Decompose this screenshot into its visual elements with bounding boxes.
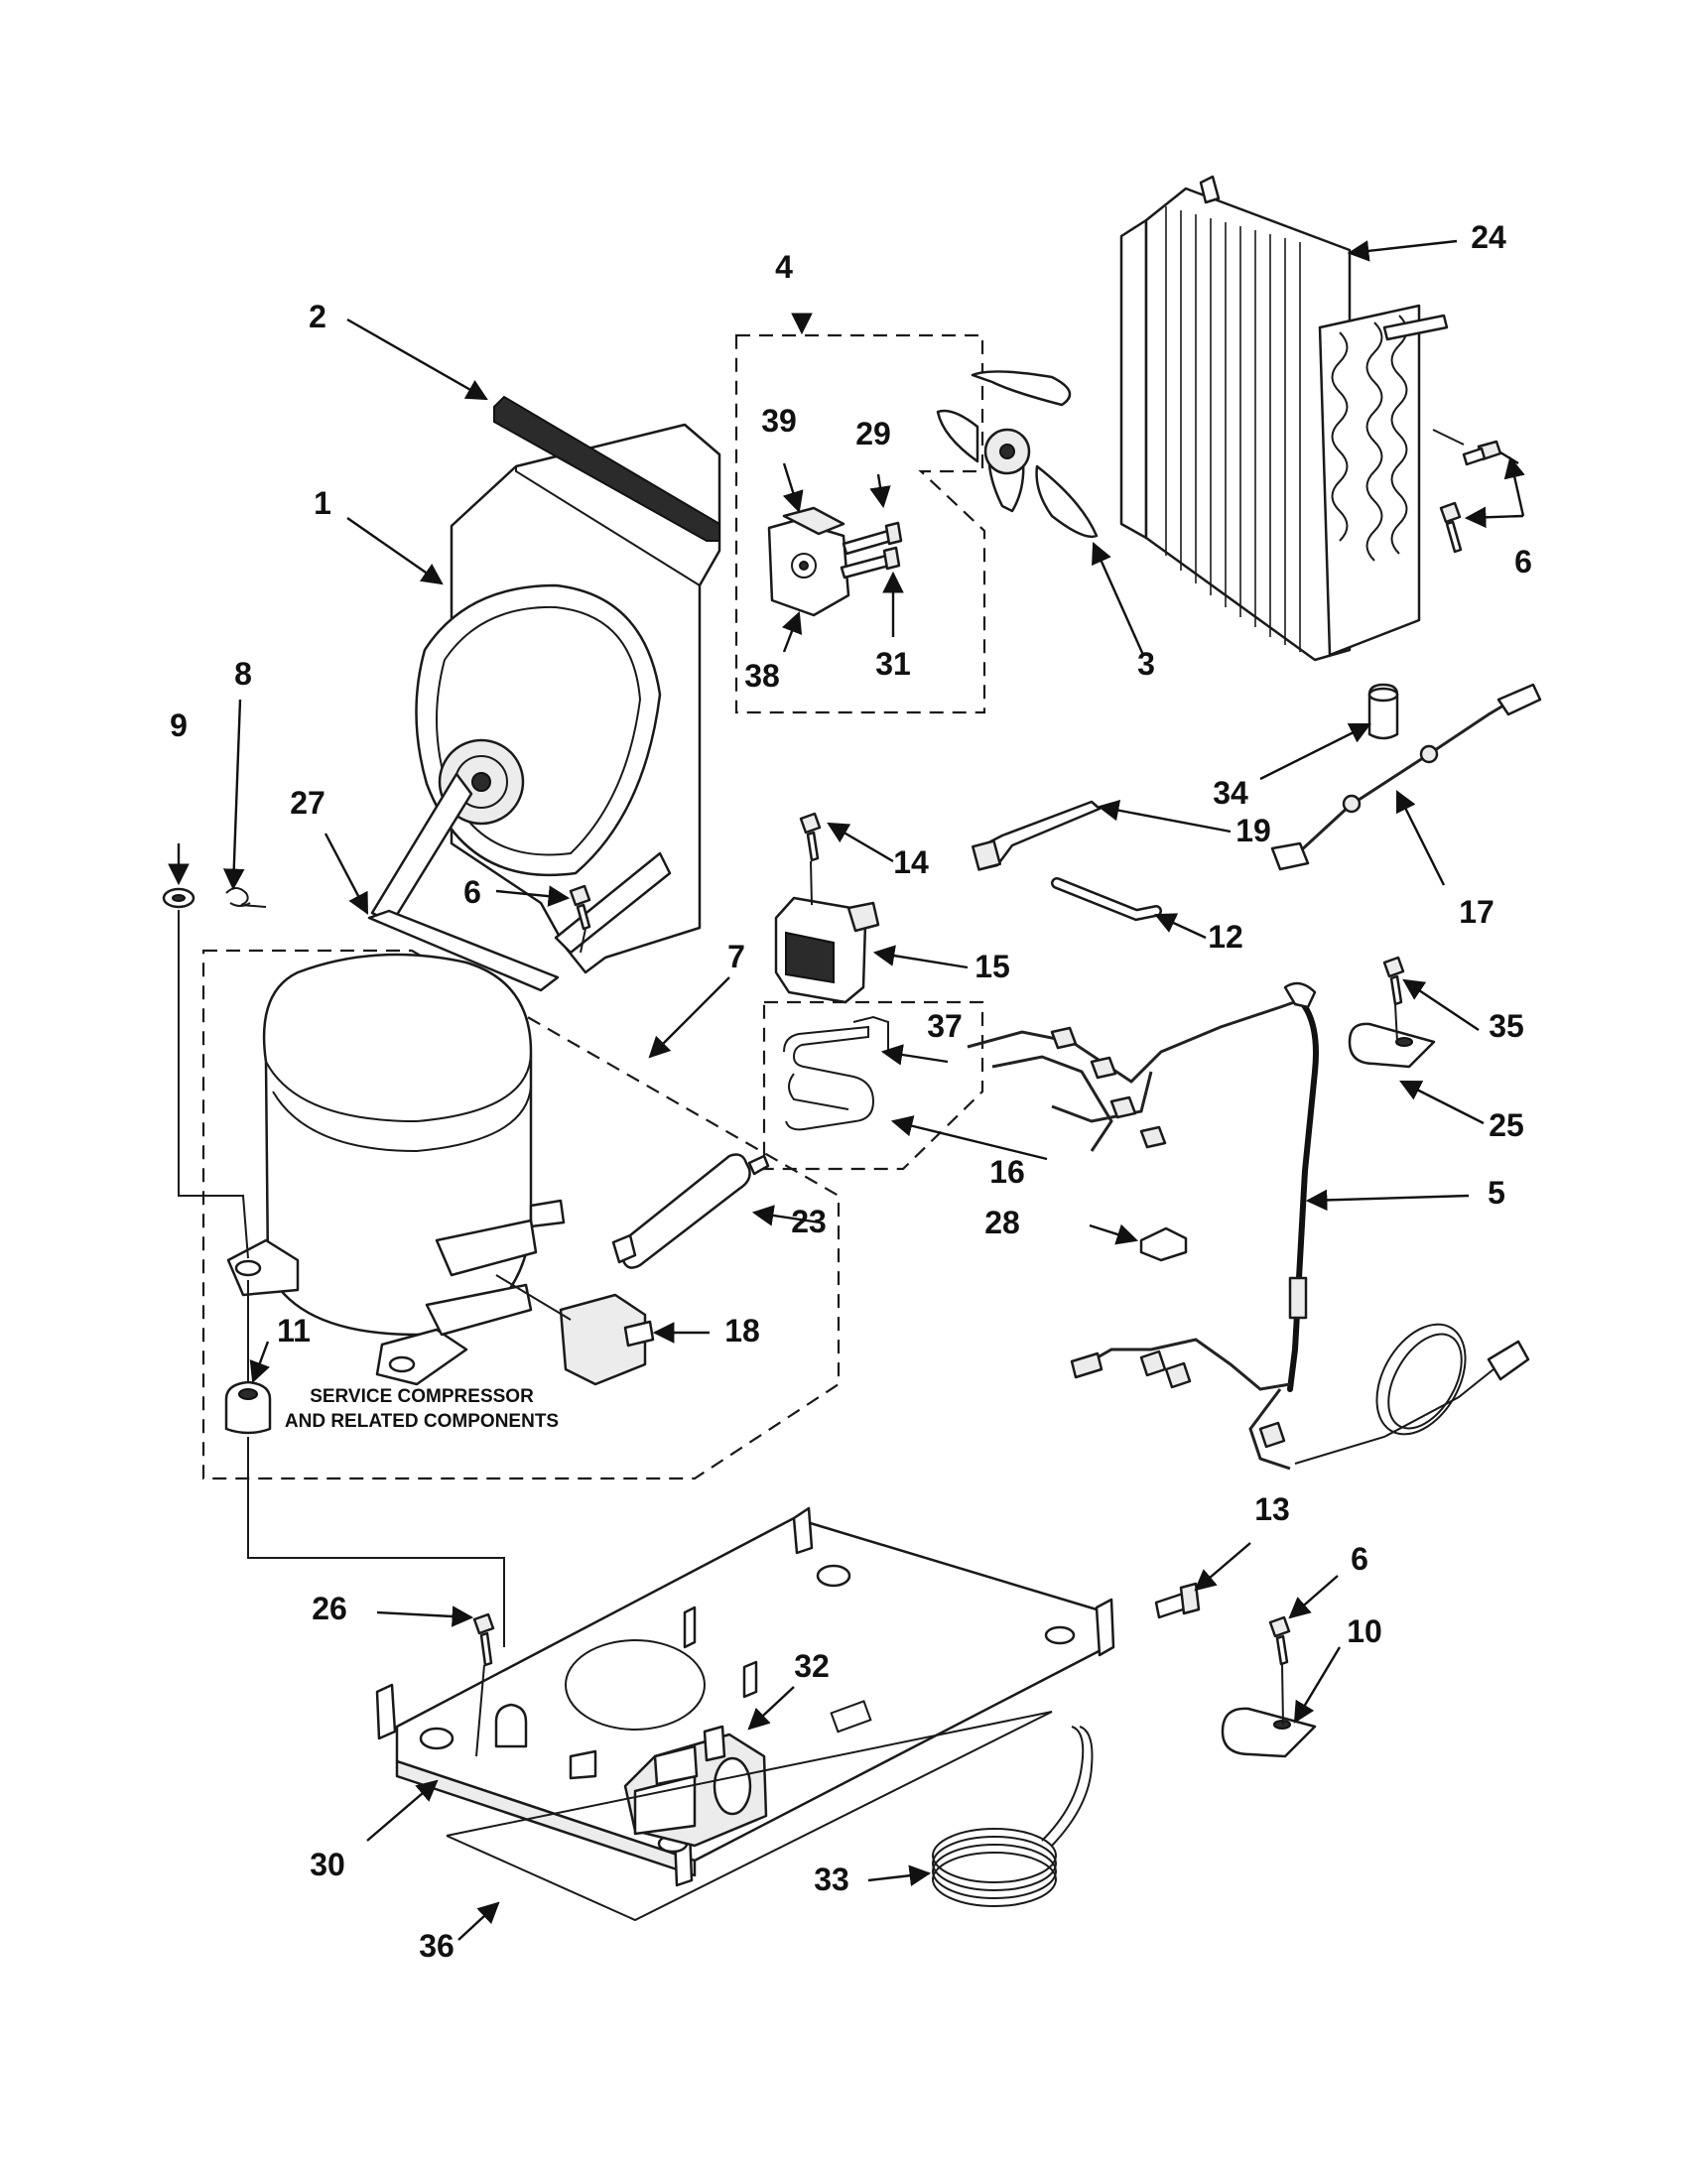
start-relay-part — [495, 1274, 655, 1386]
callout-27: 27 — [290, 785, 325, 821]
compressor-part — [226, 953, 566, 1386]
fan-blade-part — [936, 370, 1099, 539]
callout-23: 23 — [791, 1204, 827, 1239]
callout-34: 34 — [1213, 775, 1248, 811]
service-note-line1: SERVICE COMPRESSOR — [310, 1386, 534, 1407]
callout-31: 31 — [875, 646, 911, 682]
pan-liner-outline — [446, 1711, 1053, 1922]
tube-part — [1051, 877, 1162, 922]
callout-6-clamp: 6 — [1351, 1541, 1368, 1577]
insulation-strip-part — [367, 909, 560, 992]
callout-18: 18 — [724, 1313, 760, 1349]
fan-shroud-part — [370, 423, 721, 974]
callout-5: 5 — [1488, 1175, 1505, 1211]
screw-part-clamp-lower — [1268, 1615, 1291, 1666]
callout-6-shroud: 6 — [463, 874, 481, 910]
leader-arrows — [168, 239, 1525, 1941]
screw-part-shroud — [569, 884, 591, 931]
solenoid-screw-part — [799, 812, 822, 862]
clamp-screw-part-upper — [1382, 956, 1405, 1006]
callout-38: 38 — [744, 658, 780, 694]
callout-6-coil: 6 — [1514, 544, 1532, 579]
callout-1: 1 — [314, 485, 331, 521]
cord-clip-part — [1139, 1226, 1188, 1262]
cable-tie-part — [972, 800, 1102, 871]
sleeve-part — [1367, 683, 1399, 740]
callout-7: 7 — [727, 939, 745, 974]
gasket-strip-part — [493, 395, 720, 542]
power-cord-part — [1294, 1323, 1530, 1465]
screw-part-coil-a — [1462, 440, 1502, 466]
callout-16: 16 — [989, 1154, 1025, 1190]
screw-part-coil-b — [1439, 501, 1463, 554]
clip-part — [225, 887, 267, 908]
screw-part-base — [472, 1612, 495, 1667]
callout-30: 30 — [310, 1847, 345, 1882]
callout-28: 28 — [984, 1205, 1020, 1240]
callout-32: 32 — [794, 1648, 830, 1684]
thermistor-harness-part — [1270, 683, 1542, 871]
compressor-grommet-part — [224, 1380, 272, 1435]
callout-25: 25 — [1489, 1107, 1524, 1143]
callout-3: 3 — [1137, 646, 1155, 682]
solenoid-coil-part — [774, 896, 880, 1004]
bracket-part — [783, 1015, 899, 1131]
service-note-line2: AND RELATED COMPONENTS — [285, 1411, 559, 1432]
callout-14: 14 — [893, 844, 929, 880]
callout-24: 24 — [1471, 219, 1506, 255]
wire-harness-part — [967, 981, 1319, 1471]
callout-13: 13 — [1254, 1491, 1290, 1527]
callout-labels: 2 1 4 39 29 31 38 3 24 6 8 9 27 6 7 14 1… — [170, 219, 1532, 1964]
callout-26: 26 — [312, 1591, 347, 1626]
condenser-coil-part — [1119, 175, 1449, 662]
callout-19: 19 — [1235, 813, 1271, 848]
grommet-part — [162, 887, 195, 909]
callout-29: 29 — [855, 416, 891, 451]
callout-15: 15 — [974, 949, 1010, 984]
callout-39: 39 — [761, 403, 797, 439]
water-valve-part — [623, 1725, 768, 1848]
clamp-part-lower — [1221, 1707, 1317, 1758]
callout-8: 8 — [234, 656, 252, 692]
filter-drier-part — [611, 1153, 770, 1269]
callout-9: 9 — [170, 707, 188, 743]
leveling-leg-part — [1154, 1582, 1201, 1619]
callout-33: 33 — [814, 1862, 849, 1897]
callout-2: 2 — [309, 299, 326, 334]
callout-12: 12 — [1208, 919, 1243, 955]
motor-screw-part-upper — [842, 521, 903, 556]
base-pan-part — [375, 1506, 1115, 1887]
callout-37: 37 — [927, 1008, 963, 1044]
motor-screw-part-lower — [840, 546, 901, 579]
callout-10: 10 — [1347, 1613, 1382, 1649]
callout-35: 35 — [1489, 1008, 1524, 1044]
assembly-guide-lines — [178, 860, 1398, 1757]
motor-kit-group-outline — [734, 333, 986, 714]
callout-17: 17 — [1459, 894, 1494, 930]
callout-36: 36 — [419, 1928, 454, 1964]
fan-motor-part — [767, 506, 850, 617]
callout-4: 4 — [775, 249, 793, 285]
callout-11: 11 — [277, 1313, 311, 1349]
service-compressor-group-outline — [201, 949, 841, 1480]
clamp-part-upper — [1348, 1022, 1436, 1069]
coiled-tubing-part — [932, 1726, 1094, 1907]
